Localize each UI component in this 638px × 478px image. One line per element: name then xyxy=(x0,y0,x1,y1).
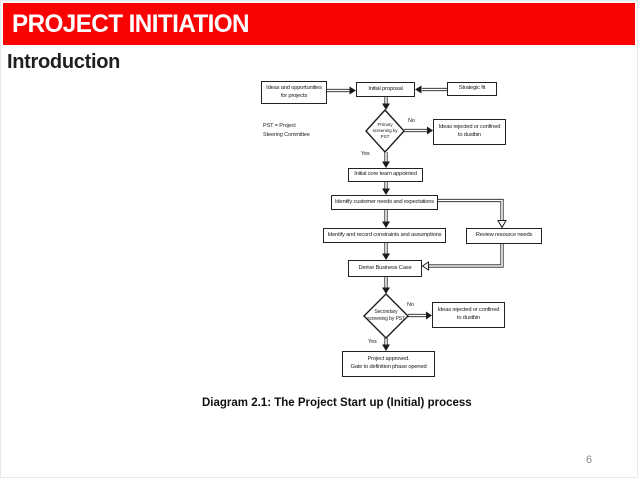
edge-label-no: No xyxy=(408,118,415,124)
node-text: Strategic fit xyxy=(458,85,486,92)
page-title: PROJECT INITIATION xyxy=(12,9,250,38)
node-text: Review resource needs xyxy=(475,232,533,239)
node-text: Project approved.Gate to definition phas… xyxy=(350,356,427,370)
flow-node-strategic-fit: Strategic fit xyxy=(447,82,497,96)
flow-node-constraints: Identify and record constraints and assu… xyxy=(323,228,446,243)
flow-node-secondary-screening: Secondary screening by PST xyxy=(367,309,405,322)
page-number: 6 xyxy=(586,454,593,466)
flow-node-core-team: Initial core team appointed xyxy=(348,168,423,182)
flow-node-review-resources: Review resource needs xyxy=(466,228,542,244)
flow-node-business-case: Derive Business Case xyxy=(348,260,422,277)
edge-label-no: No xyxy=(407,302,414,308)
section-heading: Introduction xyxy=(7,51,121,73)
diagram-caption: Diagram 2.1: The Project Start up (Initi… xyxy=(202,397,472,409)
node-text: Identify and record constraints and assu… xyxy=(327,231,442,238)
edge-label-yes: Yes xyxy=(361,151,370,157)
flow-node-customer-needs: Identify customer needs and expectations xyxy=(331,195,438,210)
node-text: Identify customer needs and expectations xyxy=(335,198,434,205)
edge-label-yes: Yes xyxy=(368,339,377,345)
node-text: Initial core team appointed xyxy=(354,171,417,178)
node-text: Derive Business Case xyxy=(358,264,412,271)
title-banner: PROJECT INITIATION xyxy=(3,3,635,45)
flow-node-approved: Project approved.Gate to definition phas… xyxy=(342,351,435,377)
flow-node-initial-proposal: Initial proposal xyxy=(356,82,415,97)
flow-node-primary-screening: Primary screening by PST xyxy=(372,121,398,140)
node-text: Initial proposal xyxy=(368,85,403,92)
